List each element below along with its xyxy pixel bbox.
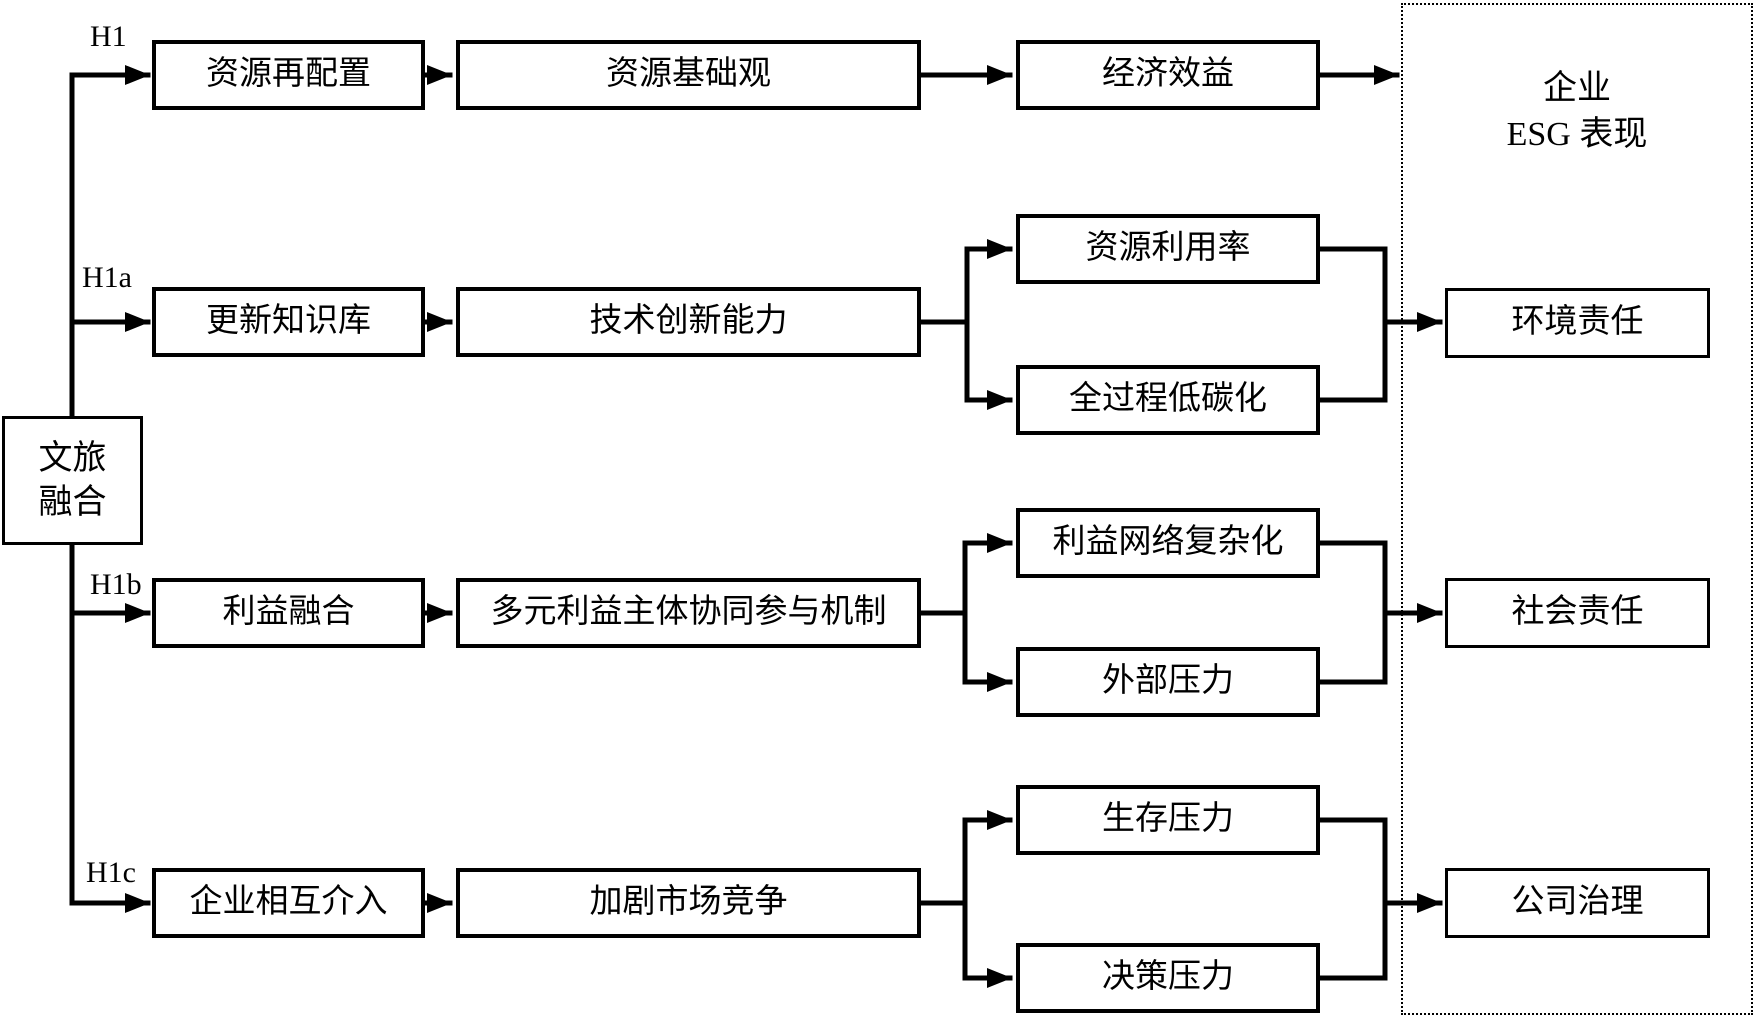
esg-title-line-2: ESG 表现 (1506, 116, 1648, 153)
node-culture-tourism-integration: 文旅 融合 (2, 416, 143, 545)
node-interest-network-complexity: 利益网络复杂化 (1016, 508, 1320, 578)
esg-title-line-1: 企业 (1543, 70, 1611, 107)
node-low-carbon-process: 全过程低碳化 (1016, 365, 1320, 435)
node-survival-pressure: 生存压力 (1016, 785, 1320, 855)
label-h1b: H1b (90, 568, 142, 601)
node-corporate-governance: 公司治理 (1445, 868, 1710, 938)
node-social-responsibility: 社会责任 (1445, 578, 1710, 648)
node-mutual-entry: 企业相互介入 (152, 868, 425, 938)
node-interest-fusion: 利益融合 (152, 578, 425, 648)
node-tech-innovation-capability: 技术创新能力 (456, 287, 921, 357)
node-resource-based-view: 资源基础观 (456, 40, 921, 110)
node-resource-utilization: 资源利用率 (1016, 214, 1320, 284)
node-environmental-responsibility: 环境责任 (1445, 288, 1710, 358)
connector-trunk-h1 (69, 65, 151, 906)
esg-outcome-frame (1401, 3, 1753, 1015)
node-multi-stakeholder-mechanism: 多元利益主体协同参与机制 (456, 578, 921, 648)
label-h1c: H1c (86, 856, 136, 889)
node-decision-pressure: 决策压力 (1016, 943, 1320, 1013)
source-line-1: 文旅 (38, 439, 107, 477)
node-intensified-competition: 加剧市场竞争 (456, 868, 921, 938)
node-economic-benefit: 经济效益 (1016, 40, 1320, 110)
node-external-pressure: 外部压力 (1016, 647, 1320, 717)
source-line-2: 融合 (38, 483, 107, 521)
label-h1: H1 (90, 20, 127, 53)
node-update-knowledge-base: 更新知识库 (152, 287, 425, 357)
label-h1a: H1a (82, 261, 132, 294)
node-resource-reallocation: 资源再配置 (152, 40, 425, 110)
esg-frame-title: 企业 ESG 表现 (1401, 66, 1753, 158)
